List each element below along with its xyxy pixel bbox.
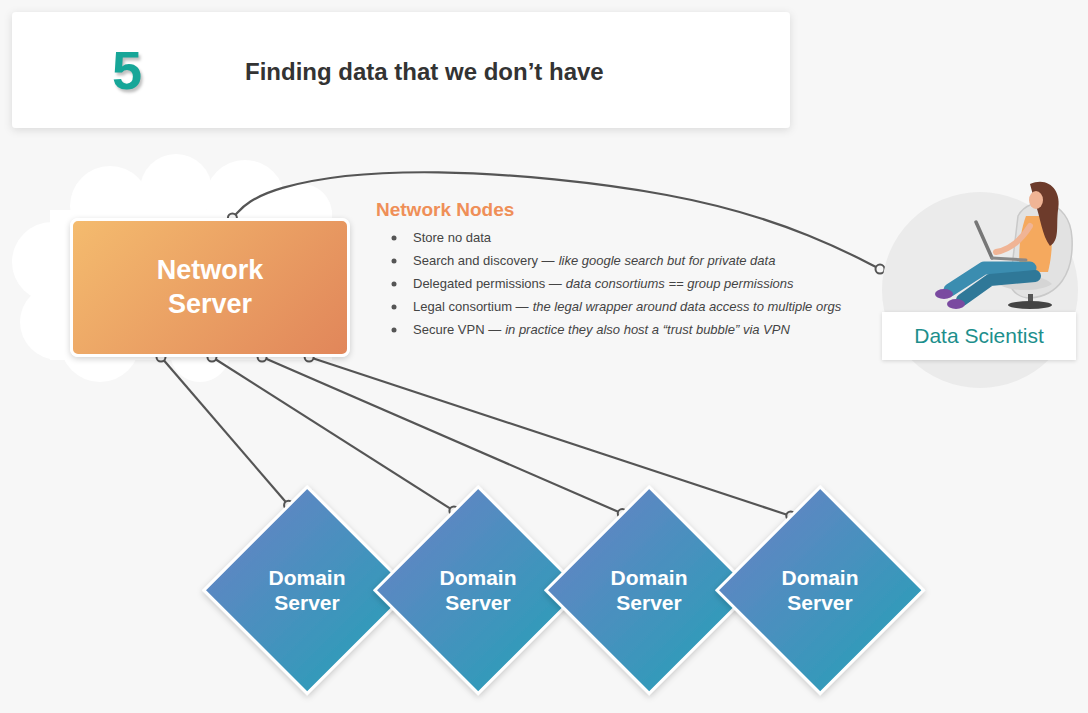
text-wrap: Network Server [140, 254, 280, 322]
person-hair [1030, 182, 1059, 246]
bullet-note: in practice they also host a “trust bubb… [505, 322, 790, 338]
server-box: Network Server [70, 218, 350, 357]
bullet-dot [392, 236, 397, 241]
domain-diamond: Domain Server [715, 485, 925, 695]
node-label: Domain Server [247, 565, 367, 615]
laptop-base [992, 258, 1026, 260]
bullet-text: Legal consortium — [413, 299, 529, 315]
node-label: Network Server [140, 254, 280, 322]
text-wrap: Domain Server [418, 565, 538, 615]
person-node: Data Scientist [880, 176, 1080, 390]
title-card [12, 12, 790, 128]
node-label: Data Scientist [914, 323, 1044, 348]
title-text: Finding data that we don’t have [245, 58, 604, 87]
bullet-text: Secure VPN — [413, 322, 501, 338]
diamond-shape-svg [715, 485, 925, 695]
person-shoe [947, 299, 965, 309]
connector-line [161, 357, 289, 505]
connector-line [212, 357, 454, 511]
section-heading: Network Nodes [376, 199, 514, 222]
bullet-note: the legal wrapper around data access to … [533, 299, 842, 315]
person-shoe [935, 289, 953, 299]
connector-dot [876, 265, 885, 274]
text-wrap: Domain Server [760, 565, 880, 615]
bullet-note: like google search but for private data [559, 253, 776, 269]
laptop-screen [976, 222, 992, 258]
bullet-dots [392, 236, 397, 333]
text-wrap: Domain Server [247, 565, 367, 615]
bullet-dot [392, 328, 397, 333]
bullet-dot [392, 305, 397, 310]
bullet-text: Store no data [413, 230, 491, 246]
bullet-note: data consortiums == group permissions [566, 276, 794, 292]
text-wrap: Domain Server [589, 565, 709, 615]
decision-diamond [717, 487, 923, 693]
bullet-text: Delegated permissions — [413, 276, 562, 292]
bullet-dot [392, 282, 397, 287]
person-face [1029, 191, 1043, 209]
callout-number: 5 [112, 43, 142, 97]
bullet-text: Search and discovery — [413, 253, 555, 269]
node-label: Domain Server [418, 565, 538, 615]
connector [207, 353, 458, 516]
name-plate: Data Scientist [882, 312, 1076, 360]
chair-base [1008, 301, 1052, 309]
connector [157, 353, 294, 510]
connector [305, 353, 796, 521]
person-leg [962, 276, 1035, 300]
connector-line [262, 357, 622, 514]
node-label: Domain Server [760, 565, 880, 615]
connector-line [309, 357, 791, 516]
person-arm [996, 226, 1030, 252]
bullet-dot [392, 259, 397, 264]
node-label: Domain Server [589, 565, 709, 615]
